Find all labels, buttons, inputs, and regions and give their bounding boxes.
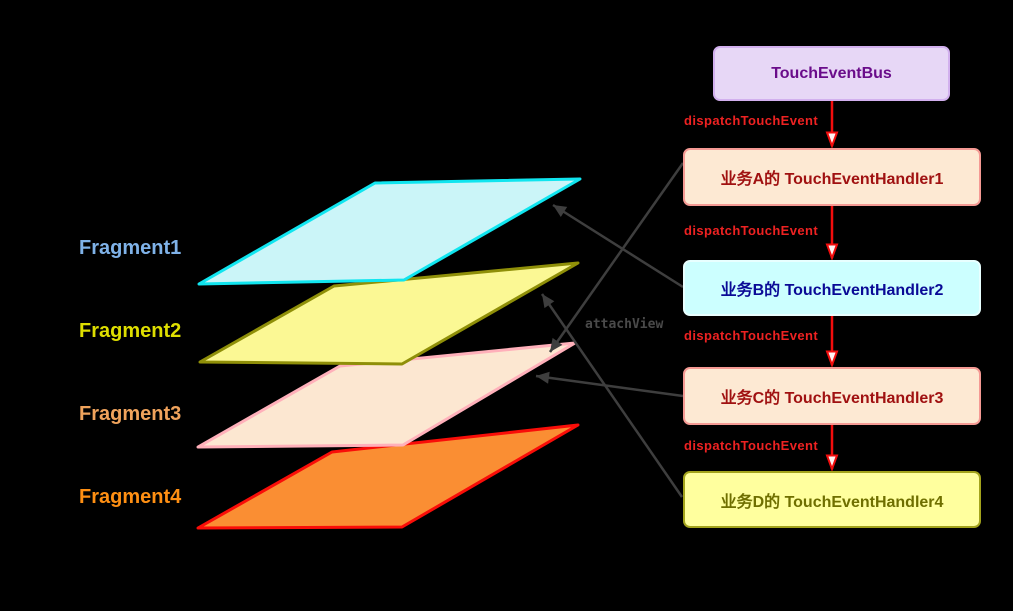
fragment1-layer xyxy=(197,177,582,286)
fragment1-label: Fragment1 xyxy=(79,237,182,259)
connector-handler2-to-fragment1 xyxy=(552,203,684,289)
handler1-box: 业务A的 TouchEventHandler1 xyxy=(683,148,981,206)
dispatch-label-3: dispatchTouchEvent xyxy=(684,328,819,343)
dispatch-label-2: dispatchTouchEvent xyxy=(684,223,819,238)
fragment3-label: Fragment3 xyxy=(79,403,182,425)
dispatch-label-4: dispatchTouchEvent xyxy=(684,438,819,453)
connector-handler3-to-fragment3 xyxy=(535,371,684,398)
touch-event-bus-box: TouchEventBus xyxy=(713,46,950,101)
handler3-box: 业务C的 TouchEventHandler3 xyxy=(683,367,981,425)
attach-view-label: attachView xyxy=(585,317,664,332)
fragment4-label: Fragment4 xyxy=(79,486,182,508)
fragment2-label: Fragment2 xyxy=(79,320,182,342)
handler4-box: 业务D的 TouchEventHandler4 xyxy=(683,471,981,528)
connector-handler1-to-fragment3 xyxy=(548,162,685,353)
fragment2-layer xyxy=(198,261,580,366)
fragment4-layer xyxy=(196,423,580,530)
handler2-box: 业务B的 TouchEventHandler2 xyxy=(683,260,981,316)
connector-handler4-to-fragment2 xyxy=(540,293,684,498)
dispatch-label-1: dispatchTouchEvent xyxy=(684,113,819,128)
